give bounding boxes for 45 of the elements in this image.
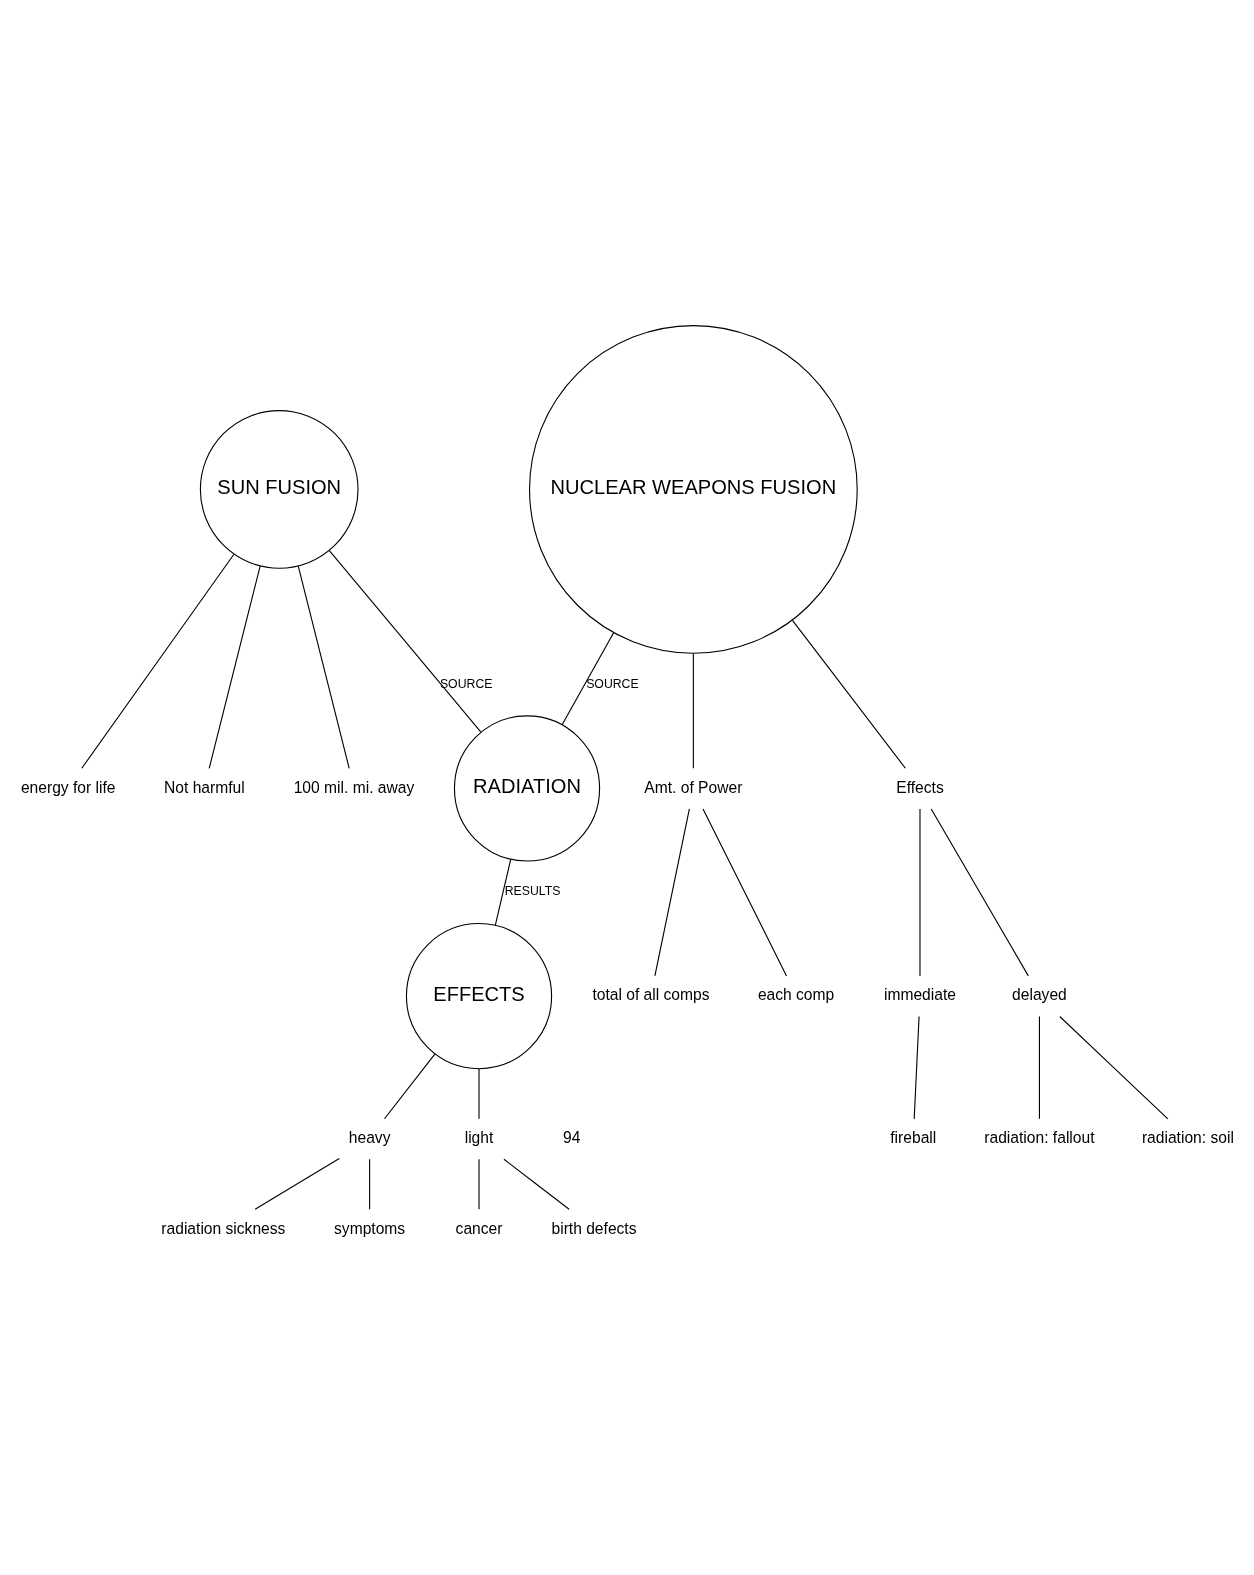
label: 94 xyxy=(562,1129,580,1147)
connector xyxy=(328,550,481,733)
connector xyxy=(930,808,1029,977)
connector xyxy=(254,1157,340,1210)
connector xyxy=(502,1158,570,1210)
node-text: radiation: soil xyxy=(1141,1129,1234,1147)
connector xyxy=(80,553,234,769)
connector xyxy=(208,565,261,769)
node-text: heavy xyxy=(348,1129,390,1147)
node-text: immediate xyxy=(883,986,956,1004)
node-text: radiation sickness xyxy=(160,1219,285,1237)
edge-label: SOURCE xyxy=(585,676,639,691)
node-text: light xyxy=(464,1129,493,1147)
connector xyxy=(701,808,787,977)
node-text: Amt. of Power xyxy=(643,778,742,796)
node-text: 100 mil. mi. away xyxy=(293,778,414,796)
connector xyxy=(297,565,350,769)
node-text: cancer xyxy=(455,1219,502,1237)
connector xyxy=(653,808,690,977)
connector xyxy=(692,653,694,769)
node-circle: SUN FUSION xyxy=(199,410,359,569)
node-text: delayed xyxy=(1011,986,1067,1004)
edge-label: RESULTS xyxy=(504,884,560,899)
edge-label: SOURCE xyxy=(439,676,492,691)
connector xyxy=(368,1158,370,1210)
node-text: symptoms xyxy=(333,1219,405,1237)
connector xyxy=(561,632,614,726)
node-circle: NUCLEAR WEAPONS FUSION xyxy=(528,325,858,654)
connector xyxy=(791,619,906,769)
node-text: fireball xyxy=(889,1129,936,1147)
connector xyxy=(1038,1015,1040,1120)
node-text: birth defects xyxy=(550,1219,637,1237)
node-text: total of all comps xyxy=(591,986,710,1004)
node-circle: EFFECTS xyxy=(405,923,552,1070)
connector xyxy=(1058,1015,1168,1120)
node-text: Not harmful xyxy=(163,778,245,796)
connector xyxy=(477,1068,480,1120)
node-text: energy for life xyxy=(20,778,115,796)
node-text: Effects xyxy=(895,778,944,796)
node-circle: RADIATION xyxy=(453,715,600,862)
node-text: each comp xyxy=(757,986,834,1004)
connector xyxy=(494,858,511,926)
connector xyxy=(383,1053,435,1120)
connector xyxy=(913,1015,920,1120)
node-text: radiation: fallout xyxy=(983,1129,1095,1147)
